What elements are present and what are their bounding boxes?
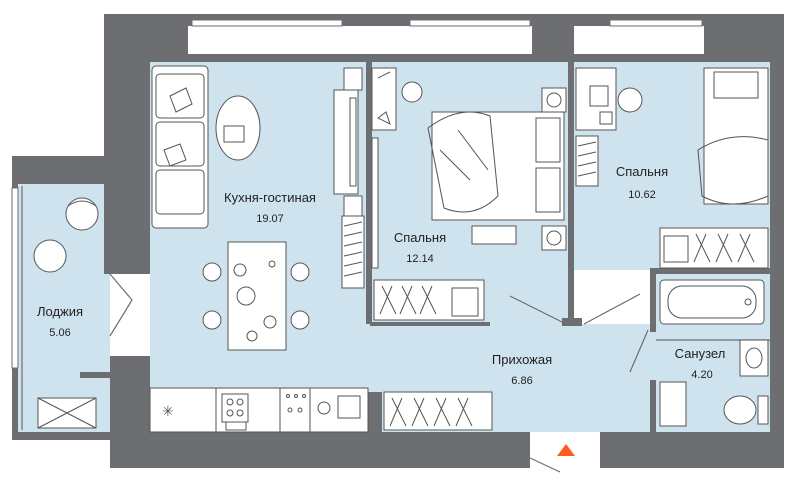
bedroom-left-label: Спальня: [394, 230, 446, 245]
kitchen-living-label: Кухня-гостиная: [224, 190, 316, 205]
bathroom-door-swing: [629, 329, 649, 373]
round-sink-icon: [317, 401, 331, 415]
wall-bottom-left: [110, 432, 530, 468]
window-kitchen: [191, 19, 343, 27]
bedroom-left-door-swing: [509, 295, 567, 325]
bedside-table-icon: [541, 87, 567, 251]
stove-icon: [221, 393, 249, 423]
wall-right: [770, 54, 784, 468]
entrance-door-line: [529, 457, 561, 473]
wall-bathroom-left: [650, 268, 656, 332]
kitchen-living-furniture: ✳: [149, 65, 369, 433]
rug-icon: [471, 225, 517, 245]
double-bed-icon: [427, 111, 565, 221]
wall-bedrooms: [568, 62, 574, 324]
wall-hall-left: [368, 392, 382, 432]
entrance-marker-icon: [557, 444, 575, 456]
coffee-table-icon: [215, 95, 261, 161]
hob-icon: [286, 394, 306, 413]
wall-left-upper: [104, 54, 150, 274]
kitchen-living-area: 19.07: [256, 213, 284, 225]
chairs-icon: [202, 262, 310, 330]
armchair-icon: [65, 197, 99, 231]
window-bedroom-left: [409, 19, 531, 27]
wall-hall-stub: [562, 318, 582, 326]
bathtub-icon: [659, 279, 765, 325]
loggia-label: Лоджия: [37, 304, 83, 319]
loggia-furniture: [33, 197, 133, 429]
desk-chair-right-icon: [617, 87, 643, 113]
hallway-area: 6.86: [511, 375, 532, 387]
wardrobe-strip-icon: [371, 137, 379, 269]
wall-bedroom-left-bottom: [370, 322, 490, 326]
loggia-door-swing: [109, 273, 133, 337]
shelf-icon: [341, 215, 365, 289]
single-bed-icon: [697, 67, 769, 205]
wall-bottom-right: [600, 432, 784, 468]
hallway-wardrobe-icon: [383, 391, 493, 431]
desk-right-icon: [575, 67, 617, 131]
dining-table-icon: [227, 241, 287, 351]
storage-box-icon: [37, 397, 97, 429]
hallway-label: Прихожая: [492, 352, 552, 367]
wall-kitchen-bedroom: [366, 62, 372, 324]
round-table-icon: [33, 239, 67, 273]
bedroom-right-area: 10.62: [628, 189, 656, 201]
bedroom-right-door-swing: [583, 293, 641, 325]
wall-loggia-bottom: [12, 432, 112, 440]
window-loggia-left: [11, 187, 19, 369]
wardrobe-right-icon: [659, 227, 769, 269]
tv-stand-icon: [333, 67, 363, 219]
wall-left-mid: [104, 268, 144, 274]
bedroom-right-label: Спальня: [616, 164, 668, 179]
floor-loggia: [18, 184, 110, 432]
wardrobe-hangers-icon: [373, 279, 485, 321]
bedroom-right-furniture: [575, 67, 769, 269]
windows: [11, 19, 703, 430]
loggia-area: 5.06: [49, 327, 70, 339]
fridge-icon: ✳: [162, 404, 174, 420]
bedroom-left-area: 12.14: [406, 253, 434, 265]
bathroom-label: Санузел: [675, 346, 726, 361]
sofa-icon: [151, 65, 209, 229]
desk-chair-icon: [401, 81, 423, 103]
wall-bedroom-right-bottom: [650, 268, 770, 274]
bathroom-furniture: [629, 279, 770, 427]
bathroom-sink-icon: [739, 339, 769, 377]
wall-bathroom-left-low: [650, 380, 656, 432]
room-labels: Кухня-гостиная 19.07 Спальня 12.14 Спаль…: [37, 164, 725, 387]
desk-icon: [371, 67, 397, 131]
toilet-icon: [723, 395, 769, 425]
wall-loggia-top: [12, 156, 110, 184]
window-bedroom-right: [609, 19, 703, 27]
sink-icon: [337, 395, 361, 419]
bathroom-area: 4.20: [691, 369, 712, 381]
wall-top-inner: [150, 54, 770, 62]
shelf-right-icon: [575, 135, 599, 187]
bedroom-left-furniture: [371, 67, 567, 325]
kitchen-counter-icon: ✳: [149, 387, 369, 433]
wall-loggia-stub: [80, 372, 110, 378]
hallway-furniture: [383, 293, 641, 473]
washing-machine-icon: [659, 381, 687, 427]
